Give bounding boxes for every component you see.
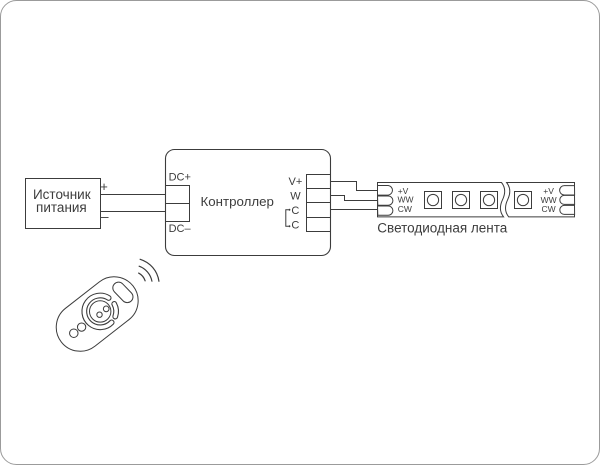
svg-text:–: – [101,208,109,224]
svg-text:WW: WW [398,195,414,205]
svg-text:CW: CW [542,204,556,214]
svg-text:Светодиодная лента: Светодиодная лента [377,220,507,235]
svg-text:Контроллер: Контроллер [201,194,274,209]
svg-text:DC–: DC– [169,223,192,235]
svg-text:CW: CW [398,204,412,214]
svg-text:DC+: DC+ [169,172,191,184]
svg-text:C: C [291,205,299,217]
svg-text:C: C [291,220,299,232]
svg-text:питания: питания [36,200,87,215]
svg-text:V+: V+ [289,176,303,188]
svg-text:+V: +V [398,186,409,196]
svg-text:+: + [100,179,108,194]
svg-text:WW: WW [541,195,557,205]
svg-text:Источник: Источник [33,187,91,202]
svg-text:+V: +V [543,186,554,196]
svg-text:W: W [290,190,301,202]
